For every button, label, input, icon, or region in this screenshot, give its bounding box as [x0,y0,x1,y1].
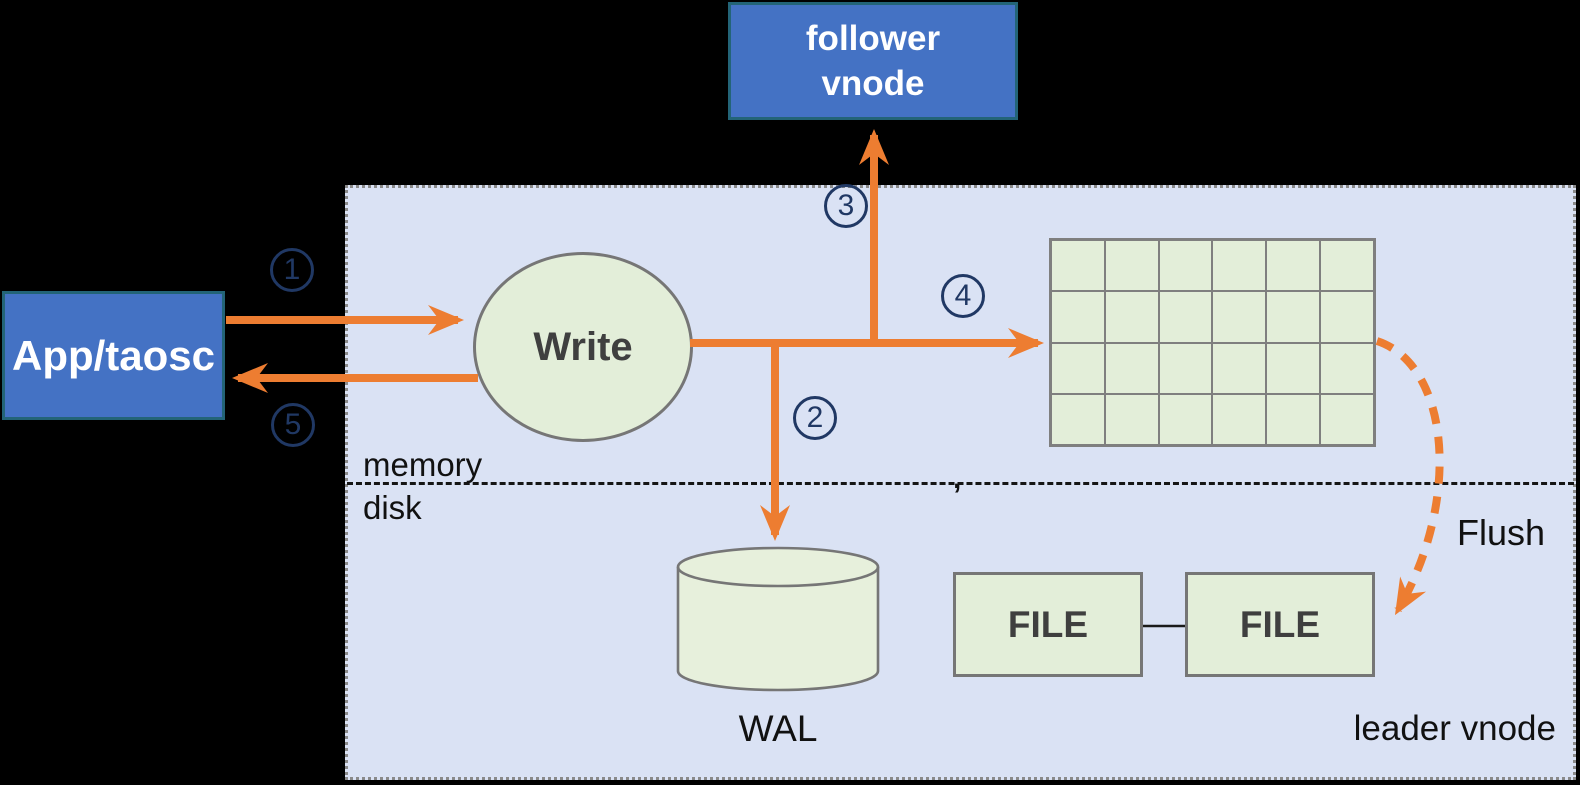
memory-disk-divider [347,482,1574,485]
follower-vnode-label-line2: vnode [821,64,925,103]
app-taosc-label: App/taosc [11,331,216,379]
step-badge-5: 5 [271,403,315,447]
app-taosc-node: App/taosc [2,291,225,420]
memtable-cell [1266,240,1321,292]
memtable-cell [1320,393,1374,445]
memtable-cell [1320,240,1374,292]
file-node-left: FILE [953,572,1143,677]
memtable-grid [1049,238,1376,447]
memtable-cell [1266,393,1321,445]
follower-vnode-label-line1: follower [805,18,941,58]
write-label: Write [533,324,633,369]
follower-vnode-node: follower vnode [728,2,1018,120]
wal-label: WAL [738,708,818,749]
memtable-cell [1051,240,1105,292]
step-badge-3: 3 [824,184,868,228]
write-process-node: Write [473,252,693,442]
memtable-cell [1104,240,1159,292]
memtable-cell [1051,291,1105,343]
leader-vnode-label: leader vnode [1353,709,1556,748]
memtable-cell [1158,291,1213,343]
memtable-cell [1104,393,1159,445]
step-3-number: 3 [837,189,855,222]
memory-label: memory [363,446,483,483]
memtable-cell [1266,342,1321,394]
memtable-cell [1158,342,1213,394]
memtable-cell [1320,342,1374,394]
file-right-label: FILE [1239,603,1321,645]
step-2-number: 2 [806,401,824,434]
step-badge-4: 4 [941,274,985,318]
step-1-number: 1 [283,253,301,286]
step-4-number: 4 [954,279,972,312]
memtable-cell [1104,291,1159,343]
divider-comma: , [953,462,962,495]
file-left-label: FILE [1007,603,1089,645]
memtable-cell [1212,240,1267,292]
file-node-right: FILE [1185,572,1375,677]
memtable-cell [1104,342,1159,394]
memtable-cell [1266,291,1321,343]
memtable-cell [1158,393,1213,445]
step-badge-1: 1 [270,248,314,292]
disk-label: disk [363,489,422,526]
memtable-cell [1051,393,1105,445]
flush-label: Flush [1457,512,1546,553]
memtable-cell [1212,291,1267,343]
step-5-number: 5 [284,408,302,441]
step-badge-2: 2 [793,396,837,440]
memtable-cell [1320,291,1374,343]
memtable-cell [1212,342,1267,394]
memtable-cell [1051,342,1105,394]
memtable-cell [1212,393,1267,445]
memtable-cell [1158,240,1213,292]
